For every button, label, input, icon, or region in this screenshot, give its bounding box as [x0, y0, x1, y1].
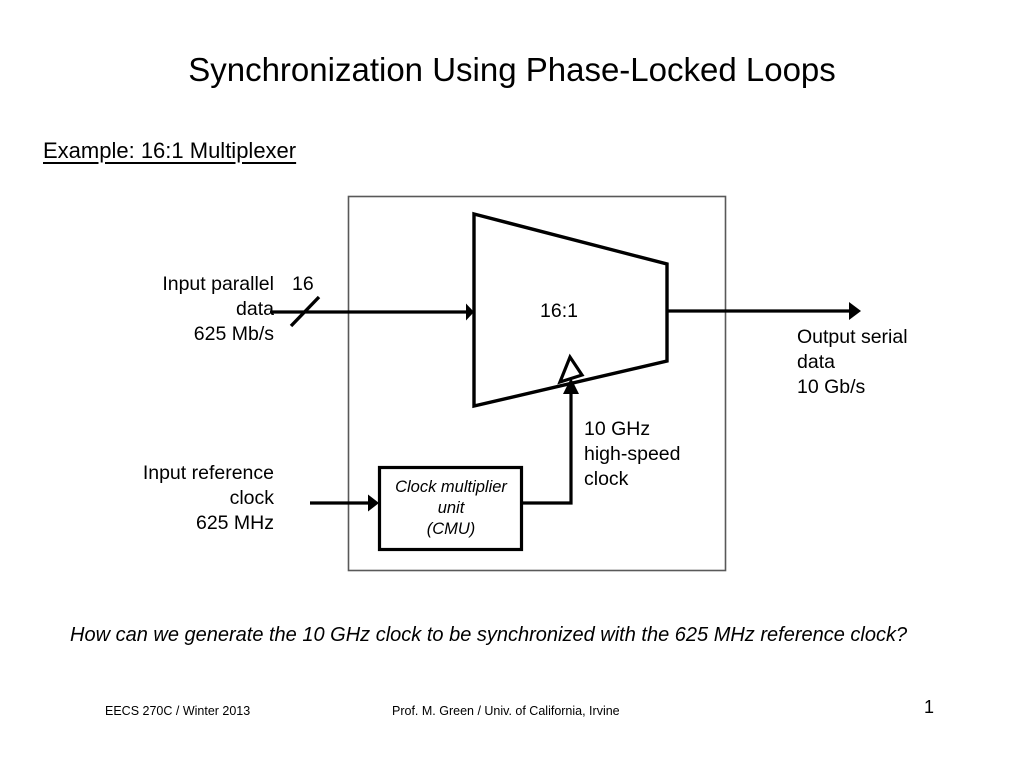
parallel-input-arrowhead [466, 303, 474, 321]
cmu-label-line1: Clock multiplier [395, 477, 507, 496]
input-parallel-data-label: Input parallel data 625 Mb/s [162, 273, 274, 345]
question-text: How can we generate the 10 GHz clock to … [70, 624, 908, 646]
bus-width-slash-icon [289, 295, 321, 328]
page-title: Synchronization Using Phase-Locked Loops [188, 51, 836, 88]
cmu-label-line2: unit [437, 498, 465, 517]
input-reference-clock-label: Input reference clock 625 MHz [142, 462, 274, 534]
high-speed-clock-label: 10 GHz high-speed clock [584, 418, 681, 490]
cmu-block-label: Clock multiplier unit (CMU) [380, 466, 522, 550]
reference-clock-arrowhead [368, 494, 379, 512]
footer-page-number: 1 [924, 697, 935, 717]
output-serial-data-label: Output serial data 10 Gb/s [797, 326, 908, 398]
slide-footer: EECS 270C / Winter 2013 Prof. M. Green /… [0, 698, 1024, 723]
mux-ratio-label: 16:1 [540, 300, 578, 322]
high-speed-clock-line [522, 394, 573, 505]
high-speed-clock-arrowhead [563, 378, 579, 394]
cmu-label-line3: (CMU) [426, 519, 476, 538]
slide-subtitle: Example: 16:1 Multiplexer [43, 138, 297, 163]
clock-input-triangle-icon [557, 353, 585, 385]
bus-width-label: 16 [292, 273, 314, 295]
footer-course: EECS 270C / Winter 2013 [105, 704, 251, 718]
footer-author: Prof. M. Green / Univ. of California, Ir… [392, 704, 620, 718]
serial-output-arrowhead [849, 302, 861, 320]
